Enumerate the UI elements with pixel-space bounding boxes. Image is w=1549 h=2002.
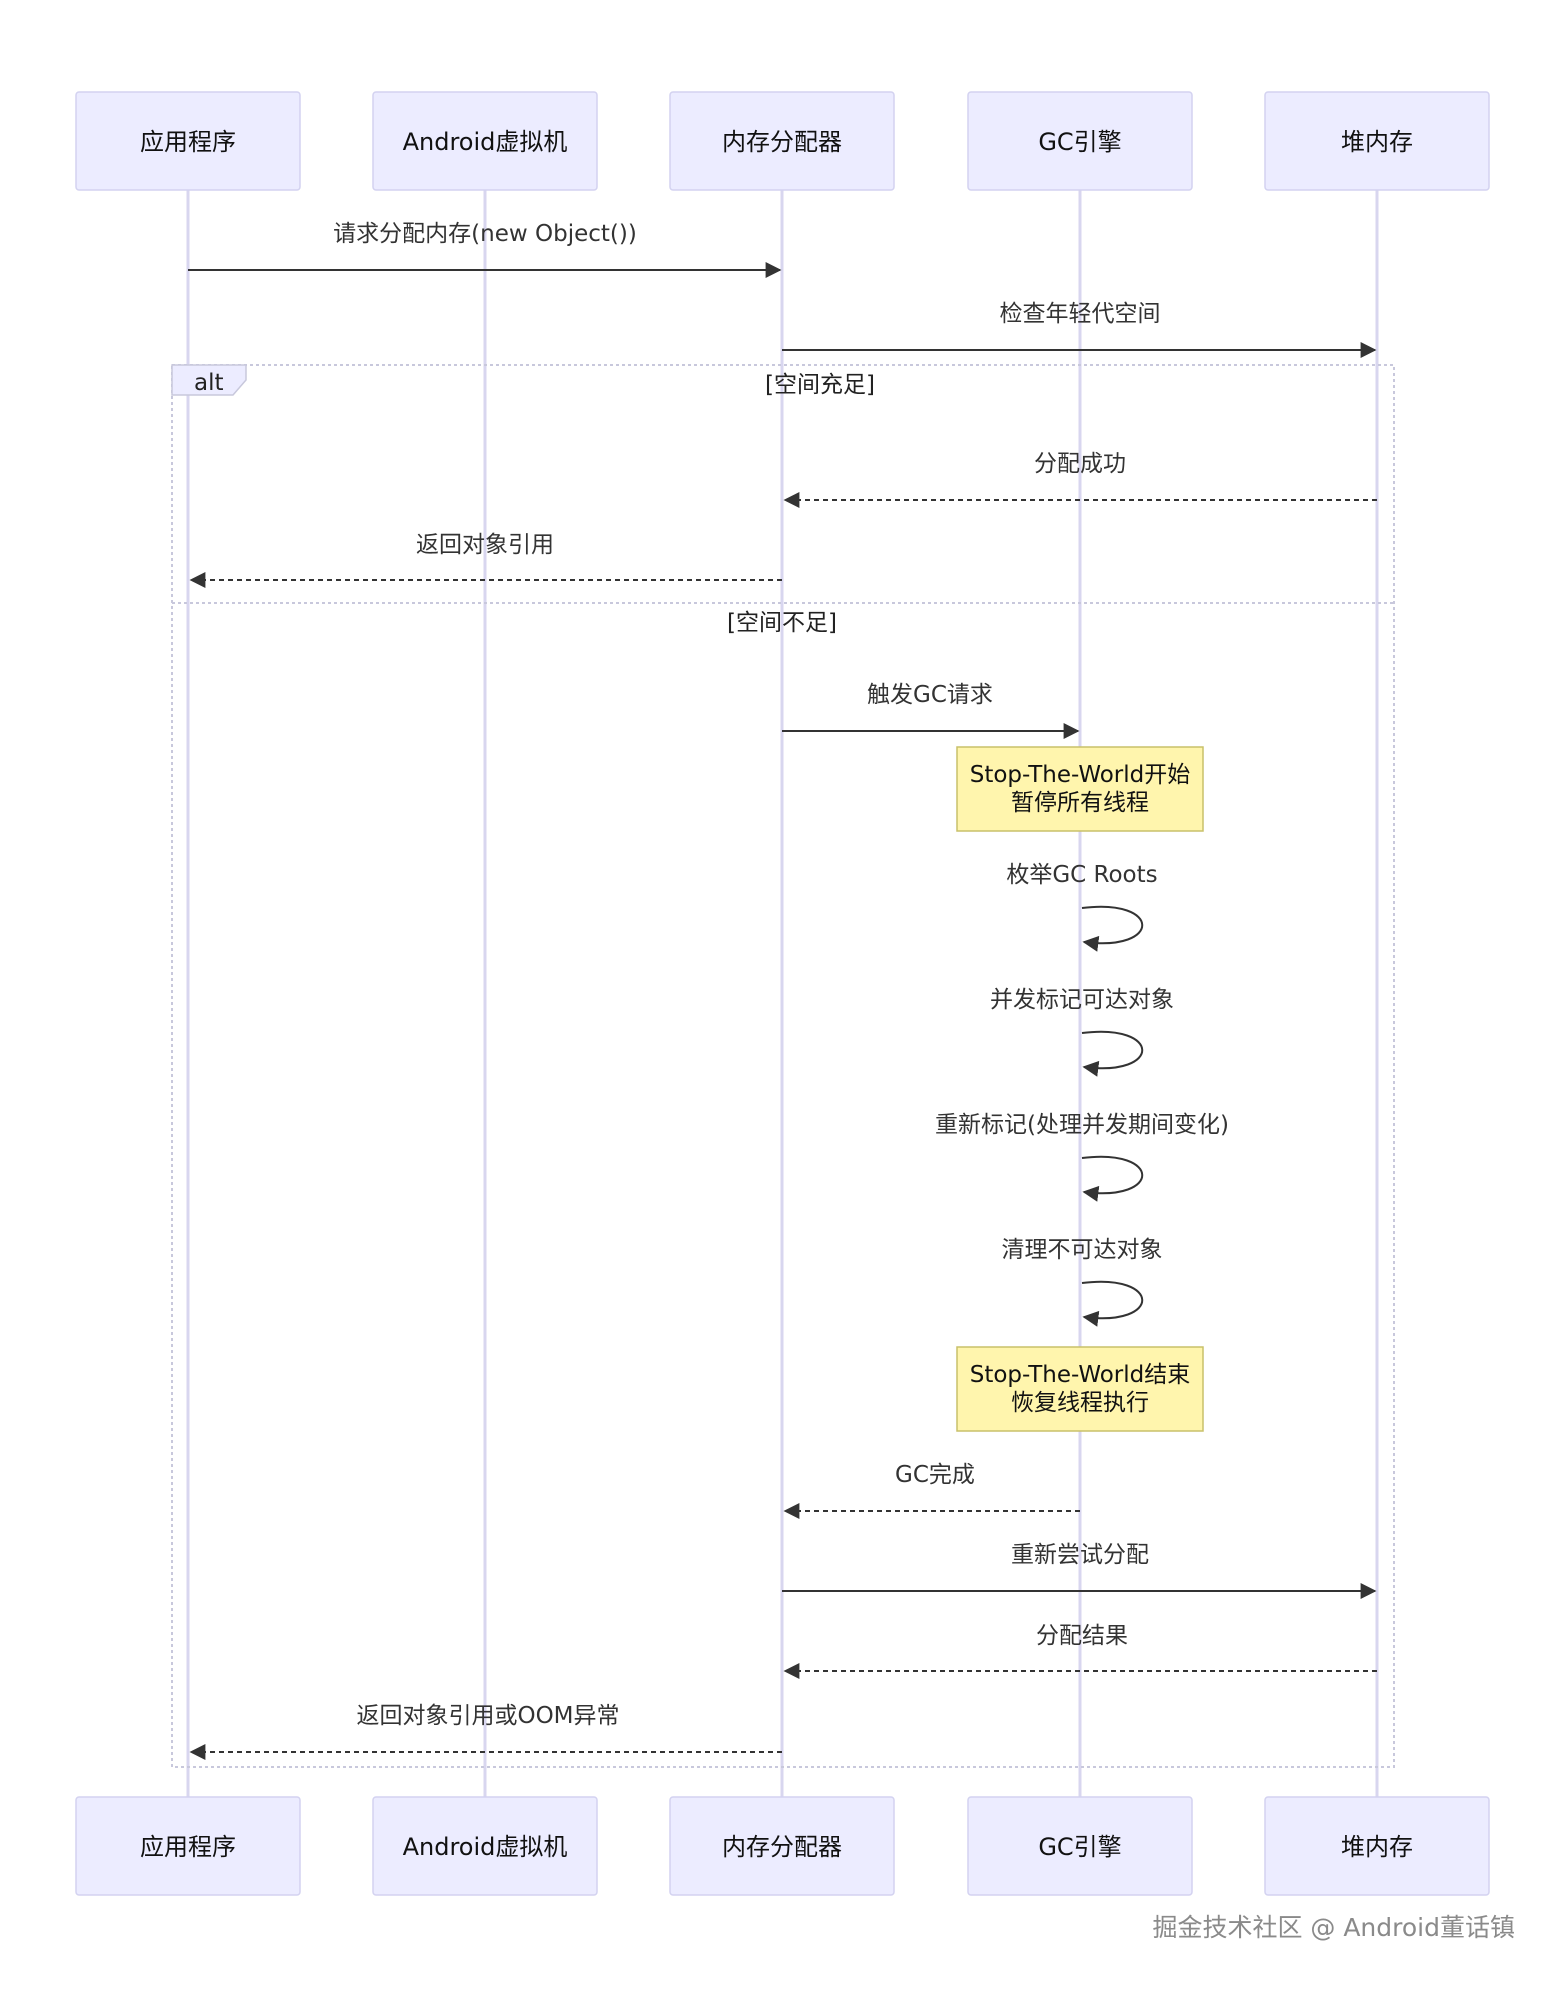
watermark-text: 掘金技术社区 @ Android董话镇 [1152, 1913, 1515, 1942]
actor-alloc-top: 内存分配器 [669, 91, 895, 191]
actor-label: 内存分配器 [722, 128, 842, 156]
actor-label: 堆内存 [1341, 128, 1413, 156]
actor-label: Android虚拟机 [403, 1833, 568, 1861]
self-loop-arrow [1081, 1030, 1144, 1077]
message-check-young-gen: 检查年轻代空间 [782, 301, 1377, 358]
message-return-ref: 返回对象引用 [189, 532, 782, 588]
actor-vm-top: Android虚拟机 [372, 91, 598, 191]
message-label: 重新标记(处理并发期间变化) [935, 1112, 1229, 1138]
message-label: 重新尝试分配 [1011, 1542, 1149, 1568]
alt-tag-text: alt [194, 370, 224, 396]
message-label: 枚举GC Roots [1006, 862, 1157, 888]
lifelines [186, 190, 1379, 1800]
message-alloc-result: 分配结果 [783, 1623, 1377, 1679]
note-line-1: Stop-The-World结束 [970, 1362, 1191, 1388]
message-label: 返回对象引用或OOM异常 [356, 1703, 619, 1729]
actor-gc-top: GC引擎 [967, 91, 1193, 191]
message-label: 返回对象引用 [416, 532, 554, 558]
actor-heap-bottom: 堆内存 [1264, 1796, 1490, 1896]
note-line-2: 恢复线程执行 [1011, 1390, 1149, 1416]
message-label: 请求分配内存(new Object()) [333, 221, 637, 247]
message-concurrent-mark: 并发标记可达对象 [990, 987, 1174, 1077]
alt-frame-border [171, 364, 1395, 1768]
note-line-2: 暂停所有线程 [1011, 790, 1149, 816]
actor-label: 应用程序 [140, 1833, 236, 1861]
message-sweep: 清理不可达对象 [1002, 1237, 1163, 1327]
message-label: 分配结果 [1036, 1623, 1128, 1649]
message-request-alloc: 请求分配内存(new Object()) [188, 221, 782, 278]
actor-label: GC引擎 [1038, 128, 1121, 156]
actor-heap-top: 堆内存 [1264, 91, 1490, 191]
message-label: GC完成 [895, 1462, 975, 1488]
actor-label: Android虚拟机 [403, 128, 568, 156]
message-return-ref-or-oom: 返回对象引用或OOM异常 [189, 1703, 782, 1760]
actor-alloc-bottom: 内存分配器 [669, 1796, 895, 1896]
actor-label: 应用程序 [140, 128, 236, 156]
actor-label: GC引擎 [1038, 1833, 1121, 1861]
self-loop-arrow [1081, 1155, 1144, 1202]
actor-app-bottom: 应用程序 [75, 1796, 301, 1896]
alt-frame: alt [空间充足] [空间不足] [171, 364, 1395, 1768]
note-box [956, 1346, 1204, 1432]
alt-condition-1: [空间充足] [765, 372, 875, 398]
messages: 请求分配内存(new Object()) 检查年轻代空间 分配成功 返回对象引用… [188, 221, 1377, 1760]
message-remark: 重新标记(处理并发期间变化) [935, 1112, 1229, 1202]
message-enumerate-roots: 枚举GC Roots [1006, 862, 1158, 952]
message-label: 触发GC请求 [867, 682, 993, 708]
note-stw-start: Stop-The-World开始 暂停所有线程 [956, 746, 1204, 832]
note-box [956, 746, 1204, 832]
actor-label: 堆内存 [1341, 1833, 1413, 1861]
actors-bottom: 应用程序 Android虚拟机 内存分配器 GC引擎 堆内存 [75, 1796, 1490, 1896]
message-retry-alloc: 重新尝试分配 [782, 1542, 1377, 1599]
actor-app-top: 应用程序 [75, 91, 301, 191]
actors-top: 应用程序 Android虚拟机 内存分配器 GC引擎 堆内存 [75, 91, 1490, 191]
alt-condition-2: [空间不足] [727, 610, 837, 636]
message-label: 检查年轻代空间 [1000, 301, 1161, 327]
message-label: 并发标记可达对象 [990, 987, 1174, 1013]
message-gc-done: GC完成 [783, 1462, 1080, 1519]
actor-vm-bottom: Android虚拟机 [372, 1796, 598, 1896]
self-loop-arrow [1081, 1280, 1144, 1327]
actor-gc-bottom: GC引擎 [967, 1796, 1193, 1896]
self-loop-arrow [1081, 905, 1144, 952]
message-label: 分配成功 [1034, 451, 1126, 477]
note-line-1: Stop-The-World开始 [970, 762, 1191, 788]
actor-label: 内存分配器 [722, 1833, 842, 1861]
message-trigger-gc: 触发GC请求 [782, 682, 1080, 739]
alt-tag [171, 364, 247, 396]
message-label: 清理不可达对象 [1002, 1237, 1163, 1263]
note-stw-end: Stop-The-World结束 恢复线程执行 [956, 1346, 1204, 1432]
message-alloc-success: 分配成功 [783, 451, 1377, 508]
